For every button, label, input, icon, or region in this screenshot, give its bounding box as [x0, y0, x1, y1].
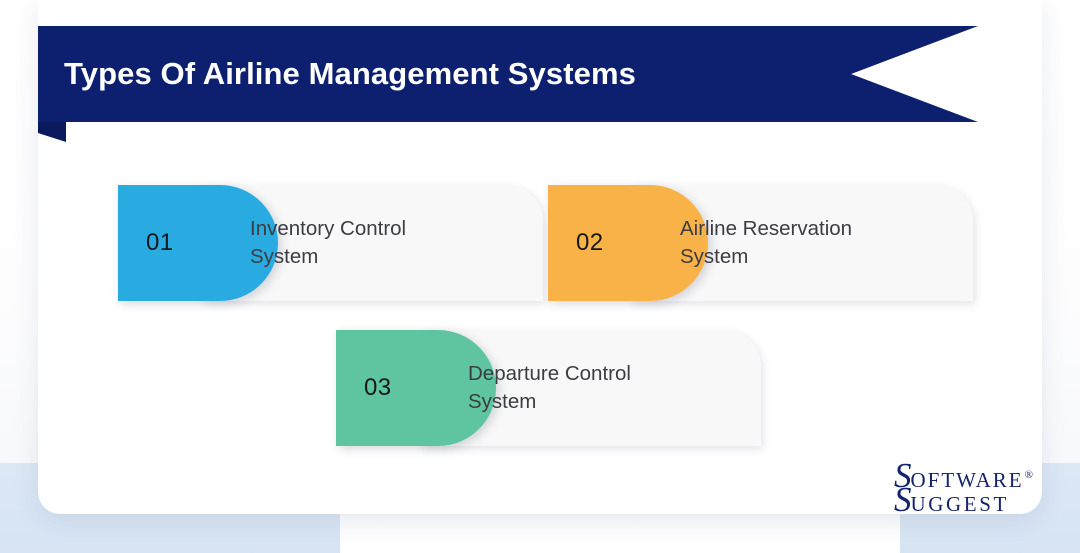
card-number-label: 03	[364, 374, 392, 401]
title-banner: Types Of Airline Management Systems	[38, 26, 978, 142]
brand-logo-cap-s1: S	[893, 456, 911, 495]
card-number-badge: 02	[548, 185, 708, 301]
brand-logo-line-1: S oftware ®	[893, 456, 1033, 495]
list-item[interactable]: 01 Inventory Control System	[118, 185, 543, 301]
card-number-badge: 03	[336, 330, 496, 446]
brand-logo-word-suggest: uggest	[910, 492, 1009, 516]
cards-container: 01 Inventory Control System 02 Airline R…	[0, 150, 1080, 480]
registered-trademark-icon: ®	[1024, 469, 1033, 481]
card-title-label: Airline Reservation System	[680, 216, 853, 268]
card-number-label: 01	[146, 229, 174, 256]
banner-ribbon-shape	[38, 26, 978, 122]
page-title: Types Of Airline Management Systems	[64, 56, 637, 91]
card-number-label: 02	[576, 229, 604, 256]
card-title-label: Inventory Control System	[250, 216, 407, 268]
list-item[interactable]: 03 Departure Control System	[336, 330, 761, 446]
brand-logo-cap-s2: S	[893, 480, 911, 519]
list-item[interactable]: 02 Airline Reservation System	[548, 185, 973, 301]
brand-logo-word-software: oftware	[910, 468, 1024, 492]
brand-logo-line-2: S uggest	[894, 482, 1032, 517]
brand-logo: S oftware ® S uggest	[893, 456, 1033, 517]
card-title-label: Departure Control System	[468, 361, 631, 413]
card-number-badge: 01	[118, 185, 278, 301]
